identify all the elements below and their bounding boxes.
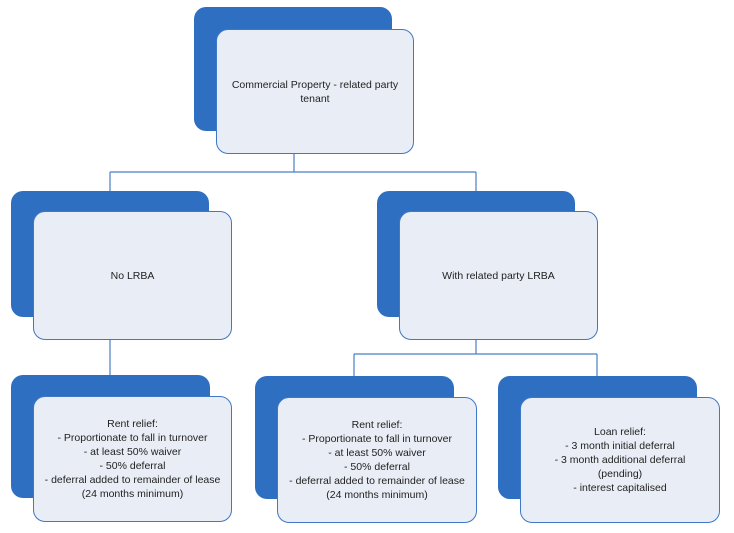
loan-relief-item: - 3 month additional deferral (pending) bbox=[554, 454, 686, 480]
rent-relief-left-item: - deferral added to remainder of lease (… bbox=[44, 474, 221, 500]
rent-relief-left-item: - Proportionate to fall in turnover bbox=[57, 432, 208, 444]
root-node-card: Commercial Property - related party tena… bbox=[216, 29, 414, 154]
with-lrba-node-content: With related party LRBA bbox=[442, 269, 555, 283]
no-lrba-node-content: No LRBA bbox=[111, 269, 155, 283]
loan-relief-content: Loan relief: - 3 month initial deferral … bbox=[531, 425, 709, 495]
with-lrba-node-label: With related party LRBA bbox=[442, 269, 555, 282]
rent-relief-left-content: Rent relief: - Proportionate to fall in … bbox=[42, 417, 223, 501]
loan-relief-title: Loan relief: bbox=[594, 426, 646, 438]
no-lrba-node-card: No LRBA bbox=[33, 211, 232, 340]
with-lrba-node-card: With related party LRBA bbox=[399, 211, 598, 340]
root-node-content: Commercial Property - related party tena… bbox=[223, 78, 407, 106]
rent-relief-left-item: - 50% deferral bbox=[99, 460, 166, 472]
rent-relief-right-item: - at least 50% waiver bbox=[328, 447, 426, 459]
rent-relief-right-item: - deferral added to remainder of lease (… bbox=[289, 475, 465, 501]
rent-relief-right-card: Rent relief: - Proportionate to fall in … bbox=[277, 397, 477, 523]
loan-relief-item: - interest capitalised bbox=[573, 482, 667, 494]
rent-relief-left-card: Rent relief: - Proportionate to fall in … bbox=[33, 396, 232, 522]
rent-relief-right-title: Rent relief: bbox=[351, 419, 403, 431]
no-lrba-node-label: No LRBA bbox=[110, 269, 155, 282]
rent-relief-right-item: - 50% deferral bbox=[344, 461, 410, 473]
rent-relief-right-item: - Proportionate to fall in turnover bbox=[302, 433, 452, 445]
rent-relief-right-content: Rent relief: - Proportionate to fall in … bbox=[286, 418, 468, 502]
loan-relief-card: Loan relief: - 3 month initial deferral … bbox=[520, 397, 720, 523]
loan-relief-item: - 3 month initial deferral bbox=[565, 440, 675, 452]
rent-relief-left-title: Rent relief: bbox=[107, 418, 158, 430]
rent-relief-left-item: - at least 50% waiver bbox=[83, 446, 182, 458]
root-node-label: Commercial Property - related party tena… bbox=[231, 78, 399, 105]
